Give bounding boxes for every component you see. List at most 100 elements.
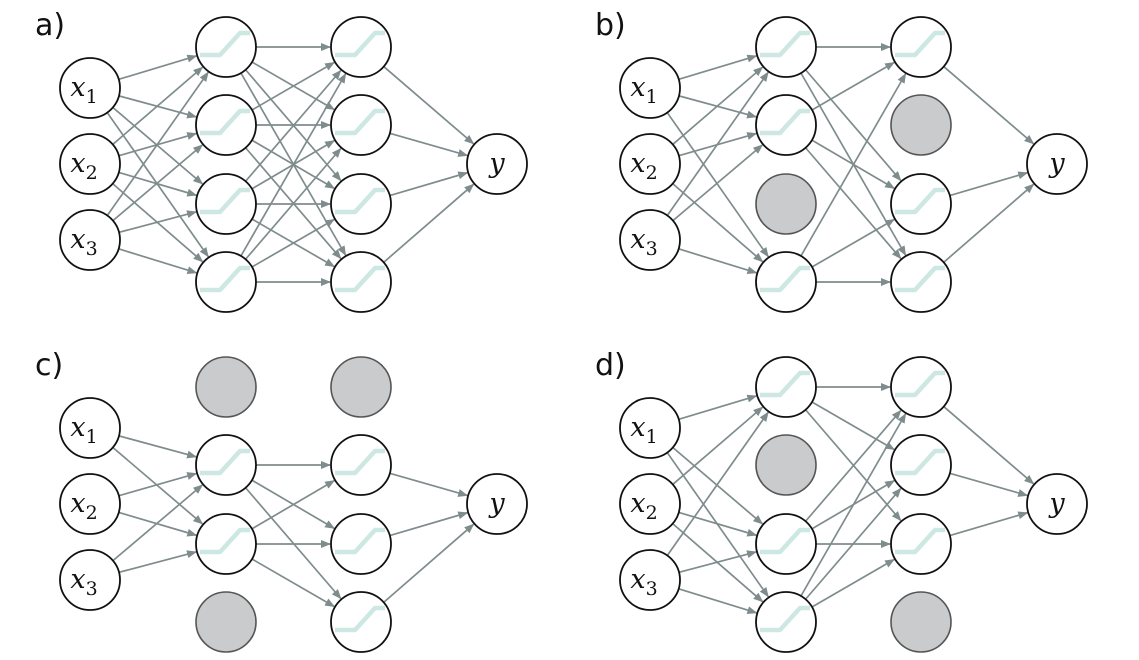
input-node-x3-circle bbox=[59, 549, 121, 611]
hidden2-unit-4 bbox=[890, 251, 952, 313]
relu-icon bbox=[895, 265, 945, 293]
connection-arrow bbox=[112, 66, 204, 146]
output-node-y-label: y bbox=[488, 148, 505, 179]
input-node-x3-subscript: 3 bbox=[646, 238, 658, 260]
panel-d-label: d) bbox=[595, 348, 626, 383]
hidden2-unit-3 bbox=[330, 513, 392, 575]
input-node-x1-circle bbox=[59, 57, 121, 119]
input-node-x3-subscript: 3 bbox=[86, 238, 98, 260]
connection-arrow bbox=[949, 171, 1029, 197]
connection-arrow bbox=[672, 183, 764, 263]
relu-icon bbox=[760, 30, 810, 58]
relu-icon bbox=[335, 527, 385, 555]
input-node-x3-circle bbox=[619, 549, 681, 611]
connection-arrow bbox=[118, 54, 198, 81]
input-node-x1-label: x1 bbox=[70, 72, 97, 108]
hidden1-unit-4 bbox=[755, 591, 817, 653]
output-node-y-label: y bbox=[488, 488, 505, 519]
connection-arrow bbox=[811, 61, 896, 111]
hidden2-unit-4 bbox=[330, 591, 392, 653]
input-node-x2-symbol: x bbox=[70, 148, 85, 179]
output-node-y-label: y bbox=[1048, 488, 1065, 519]
input-node-x3-circle bbox=[59, 209, 121, 271]
output-node-y-circle bbox=[1026, 473, 1088, 535]
connection-arrow bbox=[383, 65, 475, 145]
input-node-x1-subscript: 1 bbox=[646, 426, 658, 448]
input-node-x3-circle bbox=[619, 209, 681, 271]
input-node-x2: x2 bbox=[59, 473, 121, 535]
connection-arrow bbox=[811, 401, 896, 451]
connection-arrow bbox=[383, 183, 475, 263]
connection-arrow bbox=[251, 61, 336, 111]
connection-arrow bbox=[118, 435, 198, 459]
hidden1-unit-2 bbox=[755, 434, 817, 496]
input-node-x3-label: x3 bbox=[630, 224, 657, 260]
input-node-x2-subscript: 2 bbox=[646, 162, 658, 184]
input-node-x2-subscript: 2 bbox=[646, 502, 658, 524]
input-node-x2-label: x2 bbox=[70, 148, 97, 184]
relu-icon bbox=[895, 448, 945, 476]
hidden1-unit-1 bbox=[755, 16, 817, 78]
input-node-x2: x2 bbox=[59, 133, 121, 195]
connection-arrow bbox=[672, 66, 764, 146]
hidden1-unit-4 bbox=[755, 251, 817, 313]
connection-arrow bbox=[112, 144, 204, 222]
output-node-y-symbol: y bbox=[1048, 488, 1065, 519]
hidden1-unit-4 bbox=[195, 591, 257, 653]
input-node-x2-subscript: 2 bbox=[86, 502, 98, 524]
input-node-x2-symbol: x bbox=[630, 148, 645, 179]
panel-c-edges bbox=[112, 435, 475, 608]
relu-icon bbox=[895, 187, 945, 215]
connection-arrow bbox=[112, 484, 204, 562]
input-node-x1-circle bbox=[619, 57, 681, 119]
input-node-x1-circle bbox=[619, 397, 681, 459]
input-node-x2-symbol: x bbox=[630, 488, 645, 519]
connection-arrow bbox=[678, 248, 758, 275]
connection-arrow bbox=[804, 147, 902, 260]
connection-arrow bbox=[240, 73, 347, 257]
relu-icon bbox=[335, 265, 385, 293]
input-node-x3-symbol: x bbox=[70, 564, 85, 595]
input-node-x3: x3 bbox=[619, 209, 681, 271]
connection-arrow bbox=[678, 550, 757, 574]
hidden2-unit-4 bbox=[890, 591, 952, 653]
input-node-x3: x3 bbox=[619, 549, 681, 611]
dropped-unit bbox=[195, 356, 257, 418]
connection-arrow bbox=[244, 69, 342, 182]
connection-arrow bbox=[112, 106, 204, 185]
panel-a-label: a) bbox=[35, 8, 65, 43]
hidden1-unit-2 bbox=[195, 94, 257, 156]
connection-arrow bbox=[244, 487, 342, 600]
hidden1-unit-2 bbox=[755, 94, 817, 156]
hidden2-unit-1 bbox=[330, 16, 392, 78]
input-node-x1-symbol: x bbox=[70, 412, 85, 443]
connection-arrow bbox=[804, 409, 902, 522]
input-node-x1-subscript: 1 bbox=[86, 86, 98, 108]
output-node-y-circle bbox=[466, 473, 528, 535]
connection-arrow bbox=[118, 472, 198, 497]
dropped-unit bbox=[890, 591, 952, 653]
connection-arrow bbox=[666, 71, 769, 216]
relu-icon bbox=[895, 527, 945, 555]
connection-arrow bbox=[804, 487, 902, 600]
relu-icon bbox=[200, 448, 250, 476]
relu-icon bbox=[760, 265, 810, 293]
hidden2-unit-3 bbox=[890, 173, 952, 235]
hidden1-unit-1 bbox=[195, 356, 257, 418]
input-node-x1-symbol: x bbox=[70, 72, 85, 103]
connection-arrow bbox=[666, 112, 769, 258]
connection-arrow bbox=[251, 218, 336, 268]
connection-arrow bbox=[949, 472, 1029, 497]
hidden2-unit-3 bbox=[330, 173, 392, 235]
input-node-x2-circle bbox=[619, 473, 681, 535]
output-node-y: y bbox=[1026, 473, 1088, 535]
input-node-x3-subscript: 3 bbox=[646, 578, 658, 600]
relu-icon bbox=[895, 370, 945, 398]
connection-arrow bbox=[383, 523, 475, 603]
hidden1-unit-3 bbox=[195, 173, 257, 235]
